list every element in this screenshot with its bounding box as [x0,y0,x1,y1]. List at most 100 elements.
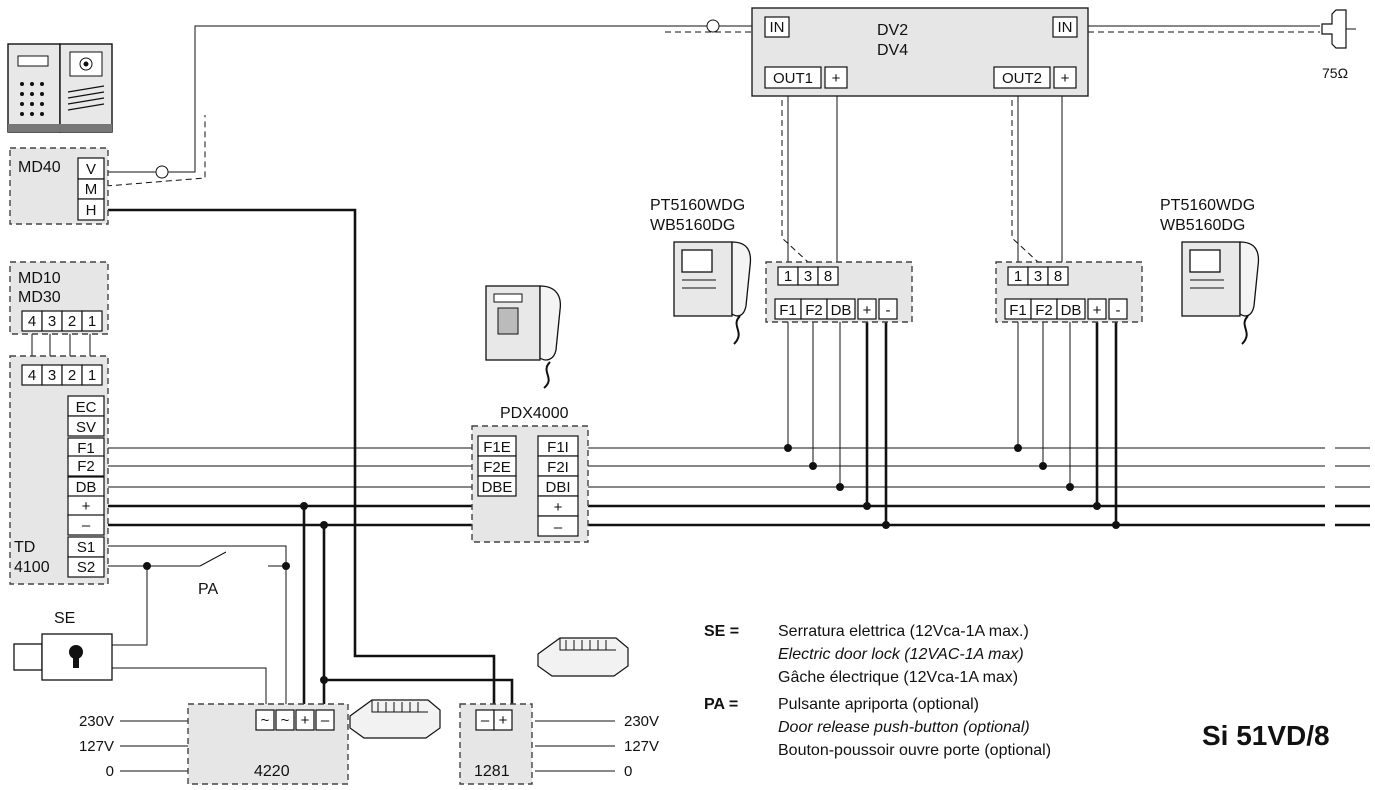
legend-pa-line-2: Door release push-button (optional) [778,719,1030,736]
md10-terminal-3: 3 [48,313,56,330]
psu4220-terminal-ac1: ~ [261,712,270,729]
video-distributor: IN IN DV2 DV4 OUT1 + OUT2 + [751,7,1089,97]
monitor-module-left: 1 3 8 F1 F2 DB + - [765,261,913,323]
psu4220-terminal-minus: – [321,712,330,729]
monitor-right-model-1: PT5160WDG [1160,197,1255,214]
md10-terminal-4: 4 [28,313,36,330]
intercom-handset-icon [485,285,562,389]
distributor-in-right: IN [1058,19,1073,36]
psu1281-input-127: 127V [624,738,659,755]
mod-right-minus: - [1116,302,1121,319]
td-terminal-ec: EC [76,399,97,416]
monitor-left-model-2: WB5160DG [650,217,735,234]
td-top-terminal-1: 1 [88,367,96,384]
psu1281-terminal-plus: + [499,712,508,729]
distributor-model-1: DV2 [877,22,908,39]
mod-left-top-8: 8 [824,268,832,285]
diagram-title: Si 51VD/8 [1202,720,1330,751]
md10-terminal-1: 1 [88,313,96,330]
distributor-out1: OUT1 [773,70,813,87]
mod-left-top-3: 3 [804,268,812,285]
psu4220-terminal-plus: + [301,712,310,729]
video-wiring [105,19,1320,263]
se-label: SE [54,610,75,627]
monitor-left: PT5160WDG WB5160DG [650,197,752,345]
distributor-plus-2: + [1061,70,1070,87]
mod-right-db: DB [1061,302,1082,319]
pdx-right-f2i: F2I [547,459,569,476]
legend-se-line-3: Gâche électrique (12Vca-1A max) [778,669,1018,686]
legend-se-line-1: Serratura elettrica (12Vca-1A max.) [778,623,1029,640]
td-terminal-s2: S2 [77,559,95,576]
distributor-in-left: IN [770,19,785,36]
mod-left-minus: - [886,302,891,319]
td4100-module: 4 3 2 1 EC SV F1 F2 DB + – S1 S2 TD 4100 [9,355,109,585]
td-terminal-db: DB [76,479,97,496]
mod-left-f1: F1 [779,302,797,319]
pa-label: PA [198,581,218,598]
distributor-plus-1: + [832,70,841,87]
legend-pa-key: PA = [704,696,738,713]
pdx-left-dbe: DBE [482,479,513,496]
md40-terminal-m: M [85,181,98,198]
legend-pa-line-3: Bouton-poussoir ouvre porte (optional) [778,742,1051,759]
video-monitor-icon [1181,241,1260,345]
psu1281-input-230: 230V [624,713,659,730]
door-lock-icon [13,633,113,681]
pdx-right-minus: – [554,519,563,536]
md10-module: MD10 MD30 4 3 2 1 [9,261,109,335]
td-top-terminal-2: 2 [68,367,76,384]
psu1281-name: 1281 [474,763,510,780]
mod-right-plus: + [1093,302,1102,319]
monitor-right: PT5160WDG WB5160DG [1160,197,1260,345]
power-wiring [31,208,615,772]
monitor-module-right: 1 3 8 F1 F2 DB + - [995,261,1143,323]
pdx-left-f1e: F1E [483,439,511,456]
distributor-model-2: DV4 [877,42,908,59]
distributor-out2: OUT2 [1002,70,1042,87]
mod-right-f1: F1 [1009,302,1027,319]
pdx-right-plus: + [554,499,563,516]
mod-left-f2: F2 [805,302,823,319]
video-monitor-icon [673,241,752,345]
legend-se-line-2: Electric door lock (12VAC-1A max) [778,646,1024,663]
pdx-right-dbi: DBI [545,479,570,496]
mod-left-top-1: 1 [784,268,792,285]
monitor-left-model-1: PT5160WDG [650,197,745,214]
td-terminal-s1: S1 [77,539,95,556]
mod-right-top-3: 3 [1034,268,1042,285]
td-top-terminal-4: 4 [28,367,36,384]
pdx-right-f1i: F1I [547,439,569,456]
td-terminal-plus: + [82,498,91,515]
psu4220-input-0: 0 [106,763,114,780]
psu4220-input-230: 230V [79,713,114,730]
mod-left-db: DB [831,302,852,319]
psu1281-input-0: 0 [624,763,632,780]
td-terminal-sv: SV [76,419,96,436]
td-top-terminal-3: 3 [48,367,56,384]
legend-pa-line-1: Pulsante apriporta (optional) [778,696,979,713]
td-terminal-f2: F2 [77,458,95,475]
td-terminal-f1: F1 [77,440,95,457]
md10-name-1: MD10 [18,270,61,287]
din-module-icon [537,637,629,677]
md40-terminal-h: H [86,202,97,219]
termination-label: 75Ω [1322,65,1348,81]
md10-name-2: MD30 [18,289,61,306]
psu4220-terminal-ac2: ~ [281,712,290,729]
psu4220-input-127: 127V [79,738,114,755]
md40-module: MD40 V M H [9,147,109,225]
mod-left-plus: + [863,302,872,319]
monitor-right-model-2: WB5160DG [1160,217,1245,234]
md40-name: MD40 [18,159,61,176]
md10-terminal-2: 2 [68,313,76,330]
pdx-left-f2e: F2E [483,459,511,476]
mod-right-f2: F2 [1035,302,1053,319]
md40-terminal-v: V [86,161,96,178]
pdx-name: PDX4000 [500,405,569,422]
bus-lines [106,447,1370,527]
power-supply-1281: – + 1281 230V 127V 0 [459,703,659,785]
din-module-icon [349,699,441,739]
td-terminal-minus: – [82,517,91,534]
